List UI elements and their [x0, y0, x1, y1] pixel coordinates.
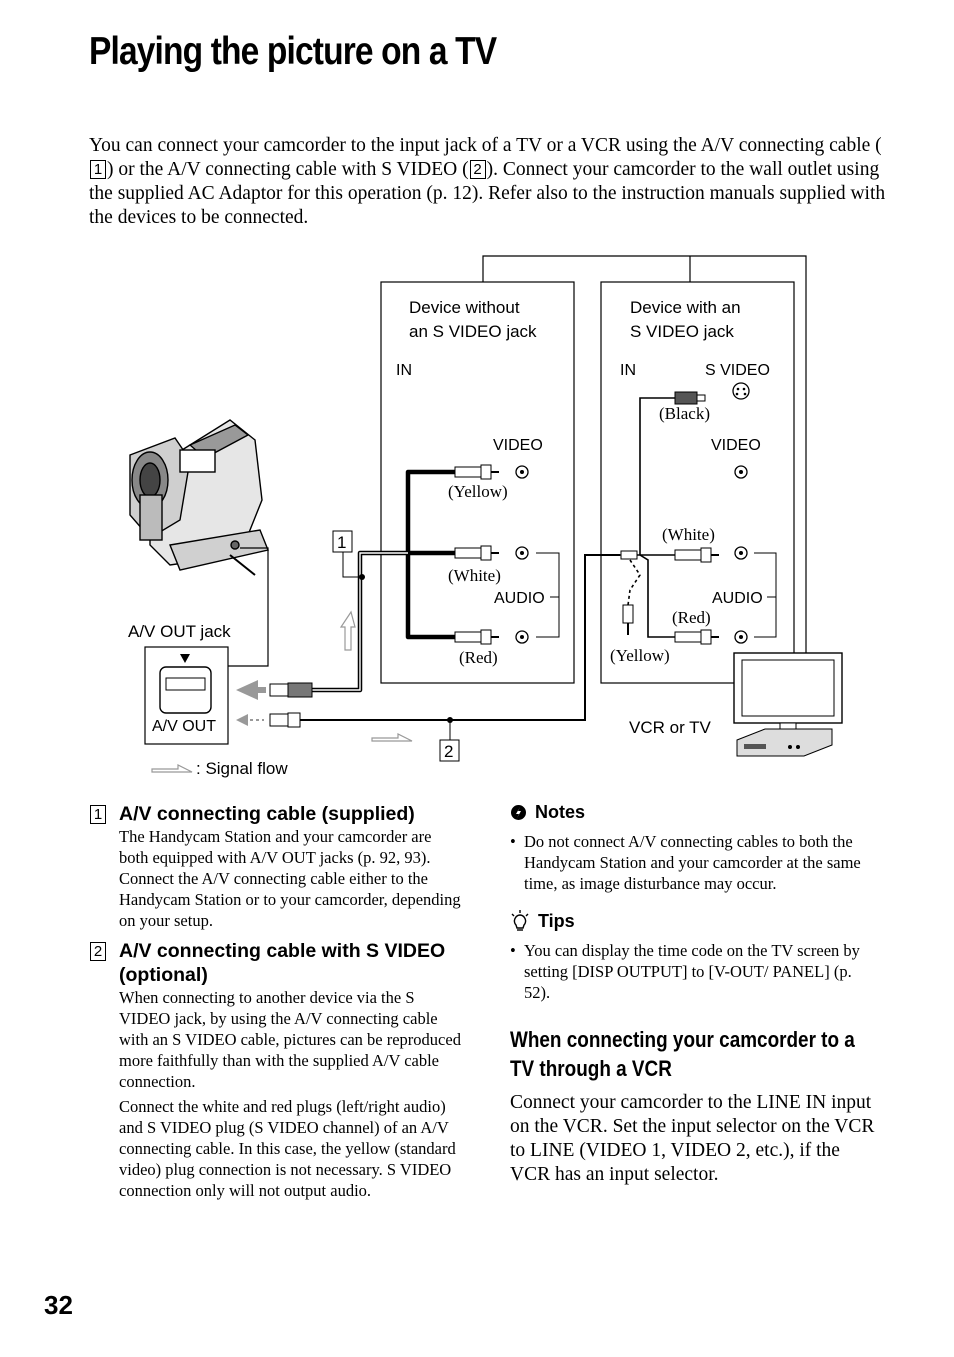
jack-icon: [734, 546, 748, 560]
rca-plug-icon: [674, 547, 719, 563]
device-without-svideo-box: [380, 281, 575, 684]
av-out-panel: [144, 646, 229, 745]
av-plug-icon: [269, 682, 313, 698]
camcorder-illustration: [129, 419, 269, 576]
tips-header: Tips: [510, 910, 880, 932]
device-with-label-1: Device with an: [630, 298, 741, 317]
notes-tips-column: Notes Do not connect A/V connecting cabl…: [510, 802, 880, 1187]
av-out-label: A/V OUT: [152, 718, 216, 735]
av-plug-icon: [269, 712, 301, 728]
in-label-left: IN: [396, 362, 412, 379]
jack-icon: [515, 465, 529, 479]
device-with-label-2: S VIDEO jack: [630, 322, 734, 341]
rca-plug-icon: [454, 464, 499, 480]
vcr-icon: [736, 728, 833, 757]
rca-plug-icon: [622, 604, 634, 635]
tips-bullet: You can display the time code on the TV …: [510, 940, 880, 1003]
lightbulb-icon: [511, 910, 529, 931]
item-2-paragraph-1: When connecting to another device via th…: [119, 988, 461, 1091]
red-label-left: (Red): [459, 648, 498, 667]
tips-heading: Tips: [538, 910, 575, 931]
cable-descriptions: 1 A/V connecting cable (supplied) The Ha…: [89, 802, 464, 1201]
device-without-label-1: Device without: [409, 298, 520, 317]
intro-text-2: ) or the A/V connecting cable with S VID…: [107, 159, 469, 180]
notes-heading: Notes: [535, 802, 586, 822]
page-title: Playing the picture on a TV: [89, 30, 497, 73]
in-label-right: IN: [620, 362, 636, 379]
cable-2-marker-label: 2: [444, 742, 453, 761]
vcr-section-heading: When connecting your camcorder to a TV t…: [510, 1027, 855, 1081]
notes-icon: [511, 805, 526, 820]
intro-text-1: You can connect your camcorder to the in…: [89, 135, 882, 156]
av-out-jack-label: A/V OUT jack: [128, 622, 231, 641]
black-label: (Black): [659, 404, 710, 423]
rca-plug-icon: [674, 629, 719, 645]
svideo-plug-icon: [674, 391, 706, 405]
item-2-heading: A/V connecting cable with S VIDEO (optio…: [119, 940, 446, 986]
tv-icon: [733, 652, 843, 732]
audio-label-left: AUDIO: [494, 590, 545, 607]
item-2-marker: 2: [90, 942, 106, 961]
rca-plug-icon: [454, 545, 499, 561]
cable-1-marker-label: 1: [337, 533, 346, 552]
item-1-marker: 1: [90, 805, 106, 824]
item-1-paragraph: The Handycam Station and your camcorder …: [119, 827, 461, 930]
item-cable-2: 2 A/V connecting cable with S VIDEO (opt…: [89, 939, 464, 1201]
svideo-jack-icon: [732, 382, 750, 400]
vcr-or-tv-label: VCR or TV: [629, 718, 712, 737]
item-cable-1: 1 A/V connecting cable (supplied) The Ha…: [89, 802, 464, 931]
yellow-label-left: (Yellow): [448, 482, 508, 501]
signal-flow-legend: : Signal flow: [196, 759, 288, 778]
connection-diagram: Device without an S VIDEO jack Device wi…: [128, 255, 843, 778]
red-label-right: (Red): [672, 608, 711, 627]
jack-icon: [734, 465, 748, 479]
white-label-left: (White): [448, 566, 501, 585]
white-label-right: (White): [662, 525, 715, 544]
item-2-paragraph-2: Connect the white and red plugs (left/ri…: [119, 1097, 456, 1200]
device-without-label-2: an S VIDEO jack: [409, 322, 537, 341]
svideo-label: S VIDEO: [705, 362, 770, 379]
video-label-left: VIDEO: [493, 437, 543, 454]
vcr-section-body: Connect your camcorder to the LINE IN in…: [510, 1092, 875, 1185]
notes-header: Notes: [510, 802, 880, 823]
intro-paragraph: You can connect your camcorder to the in…: [89, 134, 889, 230]
jack-icon: [515, 630, 529, 644]
audio-label-right: AUDIO: [712, 590, 763, 607]
video-label-right: VIDEO: [711, 437, 761, 454]
jack-icon: [734, 630, 748, 644]
cable-marker-1: 1: [90, 160, 106, 179]
rca-plug-icon: [454, 629, 499, 645]
page-number: 32: [44, 1290, 73, 1320]
notes-bullet: Do not connect A/V connecting cables to …: [510, 831, 880, 894]
intro-text-3: ). Connect your camcorder to the wall ou…: [89, 159, 886, 228]
yellow-label-right: (Yellow): [610, 646, 670, 665]
cable-marker-2: 2: [469, 160, 486, 179]
jack-icon: [515, 546, 529, 560]
item-1-heading: A/V connecting cable (supplied): [119, 803, 415, 825]
